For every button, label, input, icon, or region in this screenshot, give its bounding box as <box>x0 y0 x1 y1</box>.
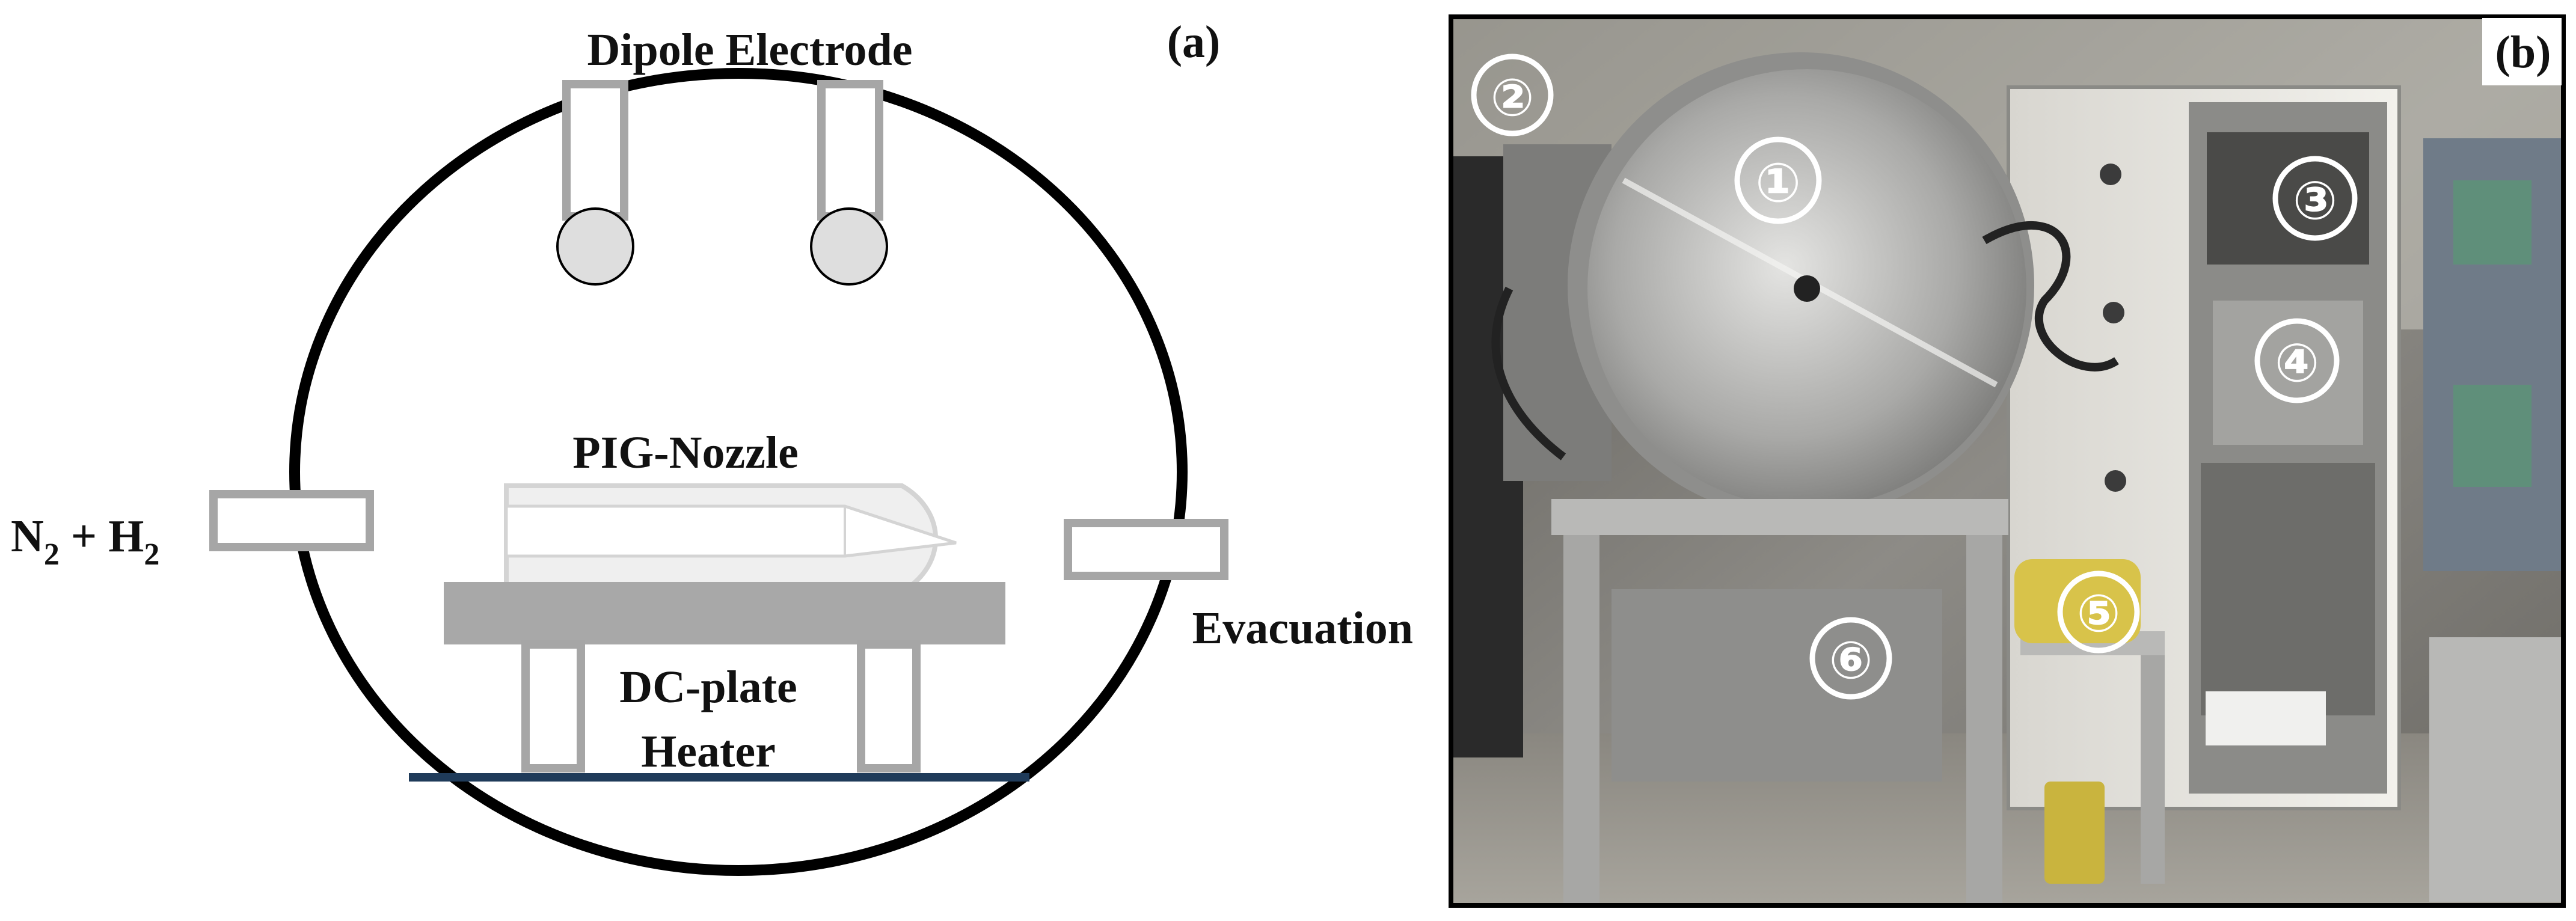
marker-6-label: ⑥ <box>1829 632 1873 690</box>
panel-b-photograph: (b) ① ② ③ ④ ⑤ ⑥ <box>1449 14 2566 908</box>
label-dipole-electrode: Dipole Electrode <box>587 25 912 75</box>
vacuum-chamber-photo <box>1491 52 2119 519</box>
dipole-electrode-right <box>810 80 888 286</box>
photo-frame <box>1449 14 2566 908</box>
marker-3: ③ <box>2272 156 2358 241</box>
marker-4-label: ④ <box>2275 333 2320 393</box>
vacuum-pump <box>2014 559 2141 884</box>
marker-4: ④ <box>2254 318 2340 403</box>
panel-b-tag: (b) <box>2495 27 2551 78</box>
marker-1: ① <box>1734 136 1822 224</box>
marker-5-label: ⑤ <box>2077 585 2121 643</box>
panel-b-tag-bg <box>2482 18 2562 85</box>
marker-2-label: ② <box>1491 69 1535 127</box>
panel-a-tag: (a) <box>1167 17 1221 67</box>
label-evacuation: Evacuation <box>1192 603 1413 653</box>
evacuation-port <box>1064 519 1228 580</box>
pig-nozzle <box>504 483 957 594</box>
marker-2: ② <box>1471 54 1554 136</box>
label-dc-plate: DC-plate <box>619 662 797 712</box>
marker-3-label: ③ <box>2293 171 2338 230</box>
marker-6: ⑥ <box>1809 617 1892 700</box>
control-cabinet <box>2007 85 2401 810</box>
marker-5: ⑤ <box>2057 571 2140 653</box>
panel-a-schematic: Dipole Electrode (a) PIG-Nozzle N2 + H2 … <box>11 17 1413 876</box>
label-pig-nozzle: PIG-Nozzle <box>572 427 799 478</box>
stage-leg-right <box>857 640 921 773</box>
equipment-frame <box>1551 499 2165 905</box>
marker-1-label: ① <box>1755 153 1801 213</box>
vacuum-chamber-outline <box>289 68 1188 876</box>
label-gas-inlet: N2 + H2 <box>11 511 159 572</box>
dipole-electrode-left <box>556 80 634 286</box>
gas-inlet-port <box>209 490 374 551</box>
stage-leg-left <box>521 640 585 773</box>
label-heater: Heater <box>641 726 776 777</box>
dc-plate-stage <box>444 582 1005 644</box>
